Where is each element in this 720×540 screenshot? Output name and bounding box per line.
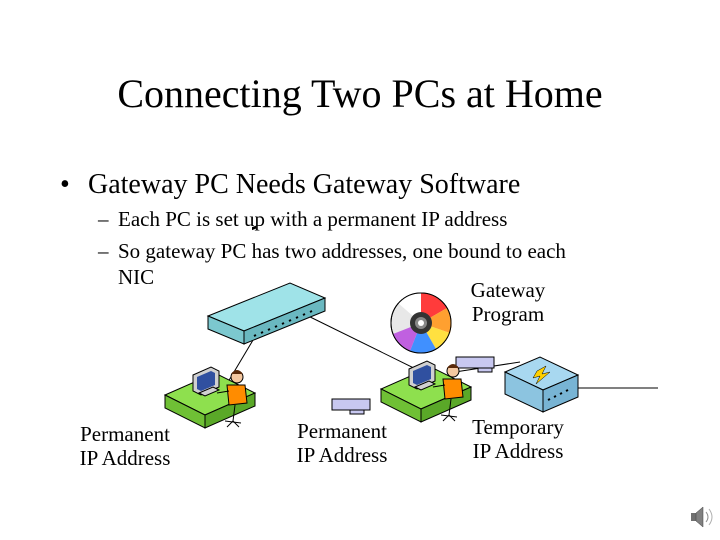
nic-card-icon — [331, 398, 371, 415]
router-address-line1: Temporary — [472, 415, 564, 439]
hub-icon — [206, 225, 327, 345]
pc1-address-line2: IP Address — [79, 446, 171, 470]
workstation-icon — [379, 360, 473, 423]
slide-title: Connecting Two PCs at Home — [117, 71, 603, 116]
speaker-icon — [691, 506, 713, 528]
gateway-program-label: Gateway Program — [448, 278, 568, 326]
sub-bullet-2-cont-text: NIC — [118, 265, 155, 289]
router-address-label: Temporary IP Address — [448, 415, 588, 463]
sub-bullet-1-text: Each PC is set up with a permanent IP ad… — [118, 207, 508, 231]
pc2-address-line1: Permanent — [297, 419, 387, 443]
nic-card-icon — [455, 356, 495, 373]
router-address-line2: IP Address — [472, 439, 564, 463]
cd-icon — [390, 292, 452, 354]
pc1-address-label: Permanent IP Address — [55, 422, 195, 470]
sub-bullet-2-text: So gateway PC has two addresses, one bou… — [118, 239, 566, 263]
cable-hub-pc2 — [299, 311, 431, 377]
main-bullet-text: Gateway PC Needs Gateway Software — [88, 169, 521, 200]
workstation-icon — [163, 366, 257, 429]
gateway-program-line1: Gateway — [470, 278, 546, 302]
sub-bullet-dash: – — [98, 239, 109, 263]
pc1-address-line1: Permanent — [80, 422, 170, 446]
pc2-address-line2: IP Address — [296, 443, 388, 467]
sub-bullet-2-cont: NIC — [118, 264, 154, 290]
main-bullet: • Gateway PC Needs Gateway Software — [60, 168, 520, 202]
sub-bullet-1: –Each PC is set up with a permanent IP a… — [98, 206, 507, 232]
pc2-address-label: Permanent IP Address — [272, 419, 412, 467]
bullet-dot: • — [60, 169, 70, 200]
gateway-program-line2: Program — [471, 302, 545, 326]
sub-bullet-2: –So gateway PC has two addresses, one bo… — [98, 238, 566, 264]
router-icon — [503, 356, 580, 413]
sub-bullet-dash: – — [98, 207, 109, 231]
